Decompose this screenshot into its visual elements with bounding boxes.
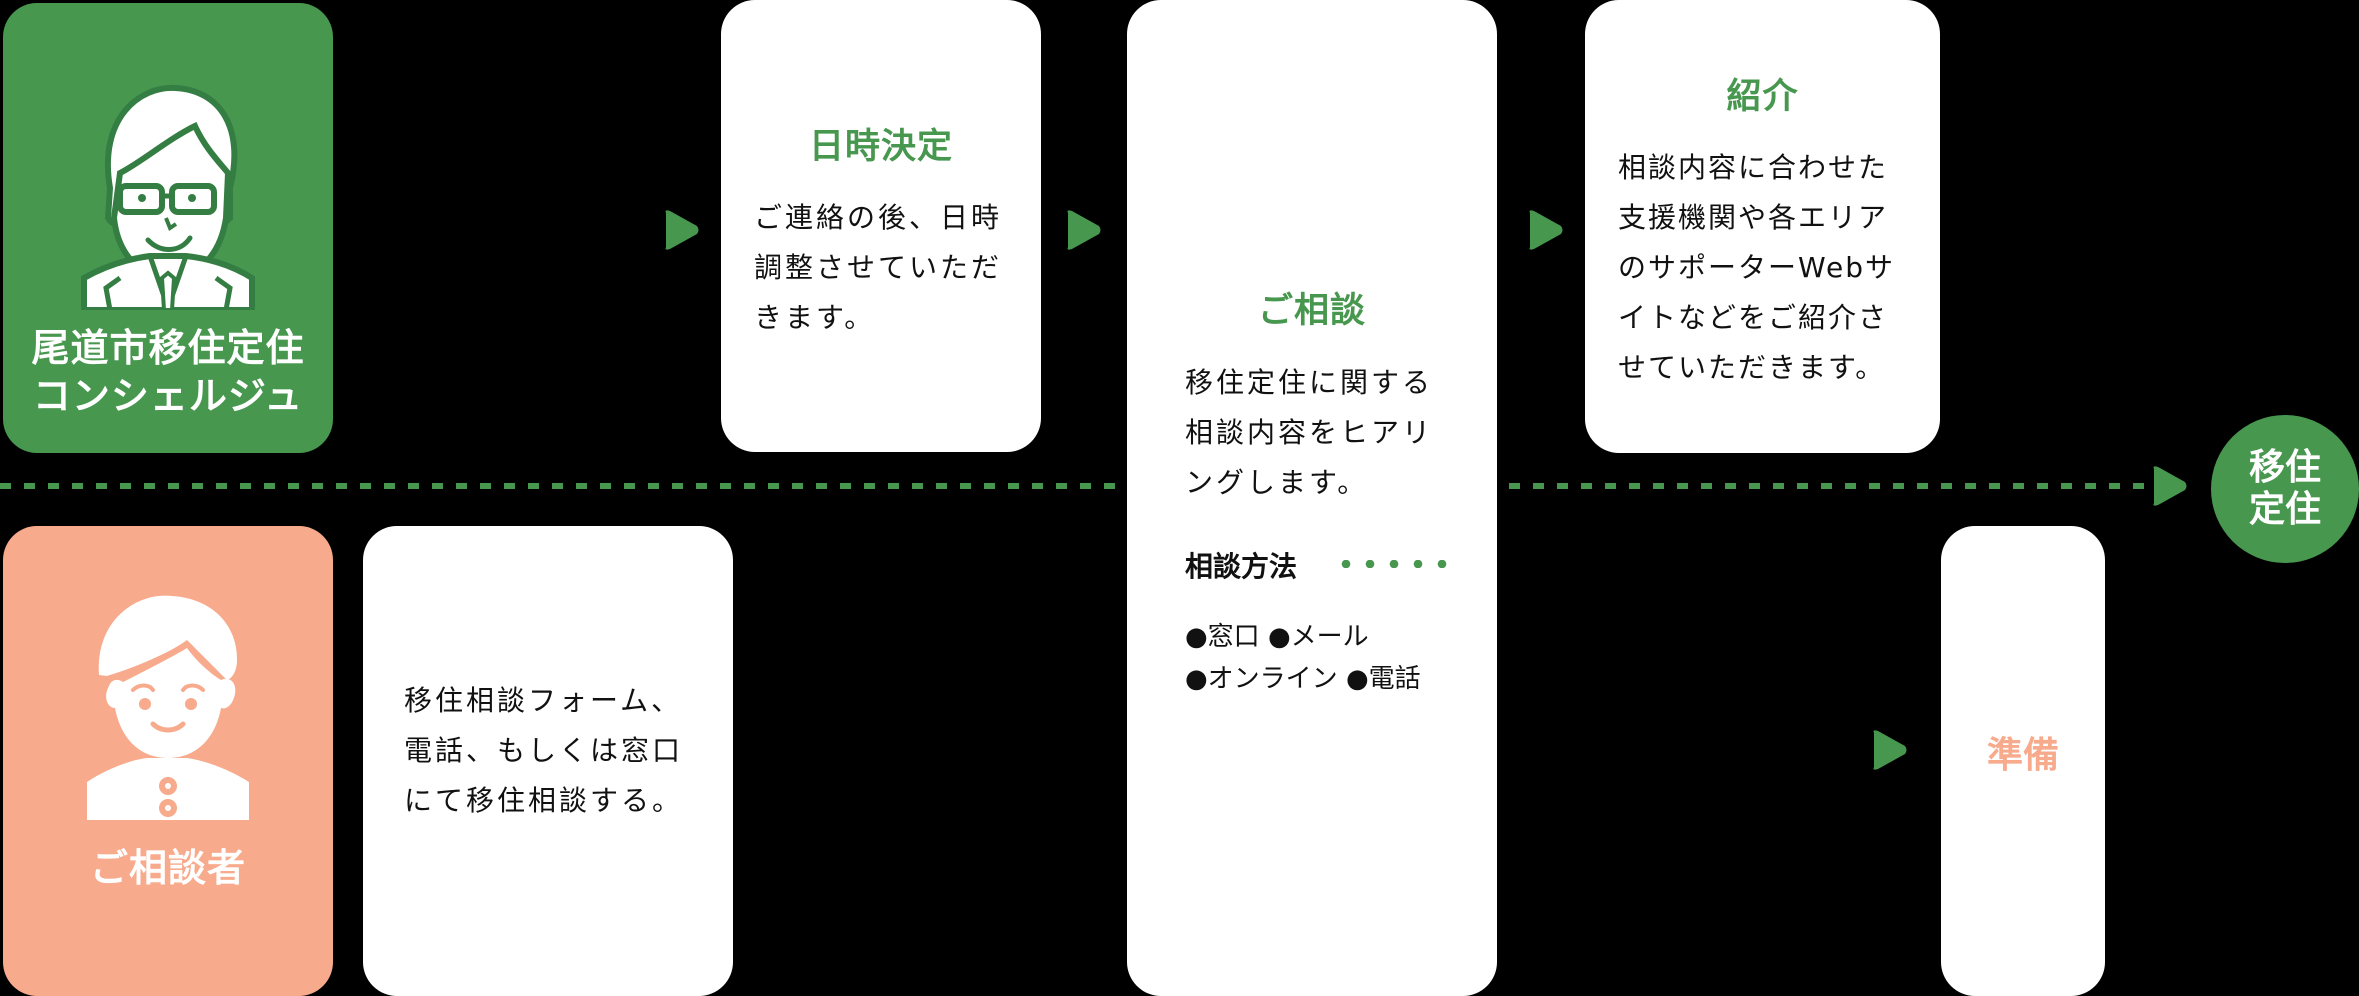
arrow-right-icon [1067,210,1101,250]
arrow-right-icon [1529,210,1563,250]
arrow-right-icon [2153,466,2187,506]
consultation-step-body: 移住定住に関する 相談内容をヒアリ ングします。 [1185,366,1434,499]
concierge-man-with-glasses-icon [81,84,255,310]
consultation-method-title: 相談方法 [1185,550,1298,583]
timeline-divider-right [1509,483,2149,489]
preparation-step-card: 準備 [1941,526,2105,996]
timeline-divider-left [0,483,1126,489]
preparation-step-title: 準備 [1986,735,2059,776]
introduction-step-body: 相談内容に合わせた 支援機関や各エリア のサポーターWebサ イトなどをご紹介さ… [1618,151,1896,384]
schedule-step-body: ご連絡の後、日時 調整させていただ きます。 [754,201,1003,334]
consultation-step-title: ご相談 [1257,291,1366,331]
inquiry-step-card: 移住相談フォーム、 電話、もしくは窓口 にて移住相談する。 [363,526,733,996]
inquiry-step-body: 移住相談フォーム、 電話、もしくは窓口 にて移住相談する。 [404,684,684,817]
consultant-role-card: ご相談者 [3,526,333,996]
arrow-right-icon [665,210,699,250]
schedule-step-title: 日時決定 [808,127,953,167]
arrow-right-icon [1873,730,1907,770]
method-title-dotted-rule [1334,560,1454,568]
concierge-role-label: 尾道市移住定住 コンシェルジュ [31,326,305,418]
introduction-step-card: 紹介 相談内容に合わせた 支援機関や各エリア のサポーターWebサ イトなどをご… [1585,0,1940,453]
consultation-methods-line-2: ●オンライン ●電話 [1185,664,1421,694]
consultant-role-label: ご相談者 [89,846,246,890]
concierge-role-card: 尾道市移住定住 コンシェルジュ [3,3,333,453]
consultation-step-card: ご相談 移住定住に関する 相談内容をヒアリ ングします。 相談方法 ●窓口 ●メ… [1127,0,1497,996]
introduction-step-title: 紹介 [1726,77,1799,117]
consultation-methods-line-1: ●窓口 ●メール [1185,622,1369,652]
schedule-step-card: 日時決定 ご連絡の後、日時 調整させていただ きます。 [721,0,1041,452]
consultant-person-icon [87,595,249,820]
goal-relocation-badge: 移住 定住 [2211,415,2359,563]
